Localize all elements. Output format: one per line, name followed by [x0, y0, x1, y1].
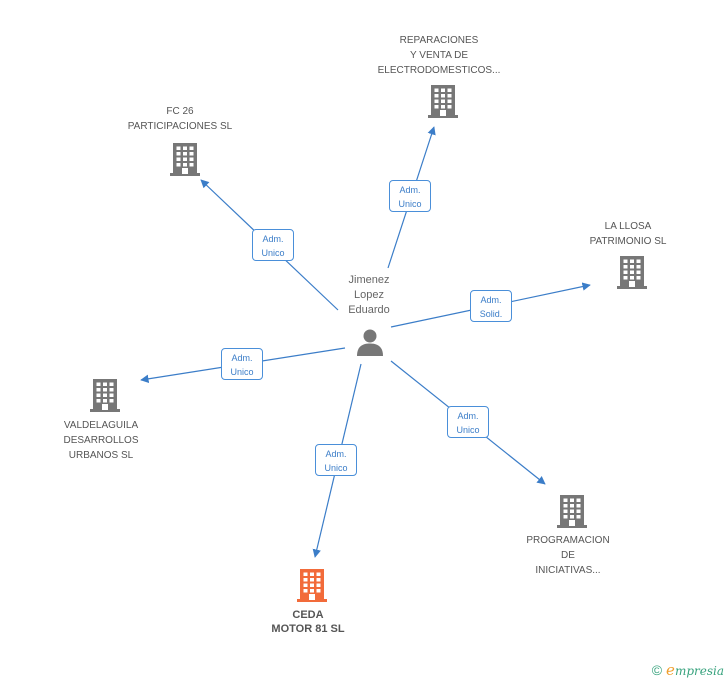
relation-badge-valdelaguila[interactable]: Adm.Unico — [221, 348, 263, 380]
relation-badge-lallosa[interactable]: Adm.Solid. — [470, 290, 512, 322]
relation-badge-fc26[interactable]: Adm.Unico — [252, 229, 294, 261]
building-icon[interactable] — [556, 494, 588, 533]
building-icon[interactable] — [616, 255, 648, 294]
building-icon[interactable] — [427, 84, 459, 123]
person-icon[interactable] — [355, 327, 385, 357]
relation-badge-ceda[interactable]: Adm.Unico — [315, 444, 357, 476]
building-icon[interactable] — [169, 142, 201, 181]
brand-logo: empresia — [666, 661, 724, 679]
building-icon[interactable] — [296, 568, 328, 607]
relation-badge-programacion[interactable]: Adm.Unico — [447, 406, 489, 438]
building-icon[interactable] — [89, 378, 121, 417]
relation-badge-reparaciones[interactable]: Adm.Unico — [389, 180, 431, 212]
copyright-icon: © — [651, 662, 663, 678]
footer-brand[interactable]: © empresia — [652, 661, 724, 679]
center-person-name[interactable]: Jimenez Lopez Eduardo — [348, 274, 390, 316]
